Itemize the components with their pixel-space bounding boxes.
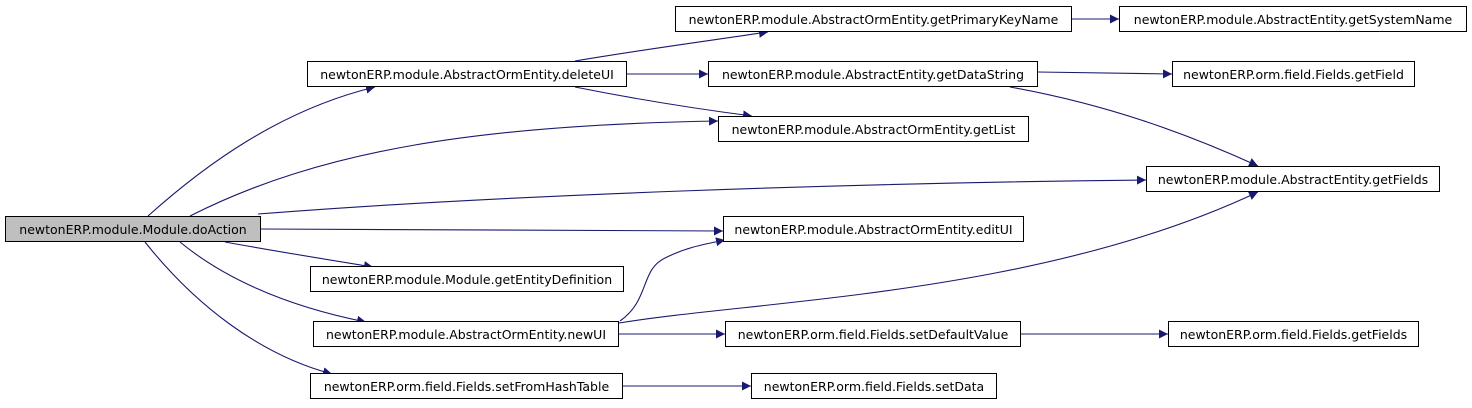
node-module-doAction: newtonERP.module.Module.doAction	[5, 216, 261, 242]
edge-doAction-to-getEntityDefinition	[224, 241, 374, 270]
edge-doAction-to-newUI	[179, 241, 367, 325]
node-abstractormentity-deleteUI[interactable]: newtonERP.module.AbstractOrmEntity.delet…	[307, 61, 627, 87]
edge-doAction-to-getFieldsAE	[257, 175, 1147, 215]
node-fields-setFromHashTable[interactable]: newtonERP.orm.field.Fields.setFromHashTa…	[310, 373, 623, 399]
edge-doAction-to-editUI	[260, 226, 724, 236]
edge-getDataString-to-getField	[1037, 69, 1173, 79]
edge-deleteUI-to-getPrimaryKeyName	[574, 28, 769, 62]
edge-doAction-to-setFromHashTable	[144, 241, 333, 377]
node-abstractormentity-getPrimaryKeyName[interactable]: newtonERP.module.AbstractOrmEntity.getPr…	[675, 6, 1072, 32]
node-abstractormentity-editUI[interactable]: newtonERP.module.AbstractOrmEntity.editU…	[723, 216, 1024, 242]
node-abstractentity-getSystemName[interactable]: newtonERP.module.AbstractEntity.getSyste…	[1119, 6, 1467, 32]
edge-newUI-to-getFieldsAE	[618, 191, 1259, 324]
node-fields-setDefaultValue[interactable]: newtonERP.orm.field.Fields.setDefaultVal…	[725, 321, 1021, 347]
node-module-getEntityDefinition[interactable]: newtonERP.module.Module.getEntityDefinit…	[310, 266, 624, 292]
node-fields-getFields[interactable]: newtonERP.orm.field.Fields.getFields	[1168, 321, 1419, 347]
node-fields-getField[interactable]: newtonERP.orm.field.Fields.getField	[1172, 61, 1415, 87]
edge-newUI-to-editUI	[619, 237, 726, 322]
edge-deleteUI-to-getList	[574, 86, 753, 120]
node-fields-setData[interactable]: newtonERP.orm.field.Fields.setData	[751, 373, 997, 399]
edge-doAction-to-getList	[189, 116, 719, 217]
edge-getDataString-to-getFieldsAE	[1009, 86, 1259, 167]
node-abstractentity-getDataString[interactable]: newtonERP.module.AbstractEntity.getDataS…	[708, 61, 1038, 87]
node-abstractormentity-getList[interactable]: newtonERP.module.AbstractOrmEntity.getLi…	[718, 116, 1029, 142]
edges-layer	[144, 14, 1259, 391]
node-abstractormentity-newUI[interactable]: newtonERP.module.AbstractOrmEntity.newUI	[313, 321, 619, 347]
edge-doAction-to-deleteUI	[147, 84, 376, 217]
node-abstractentity-getFields[interactable]: newtonERP.module.AbstractEntity.getField…	[1146, 166, 1440, 192]
